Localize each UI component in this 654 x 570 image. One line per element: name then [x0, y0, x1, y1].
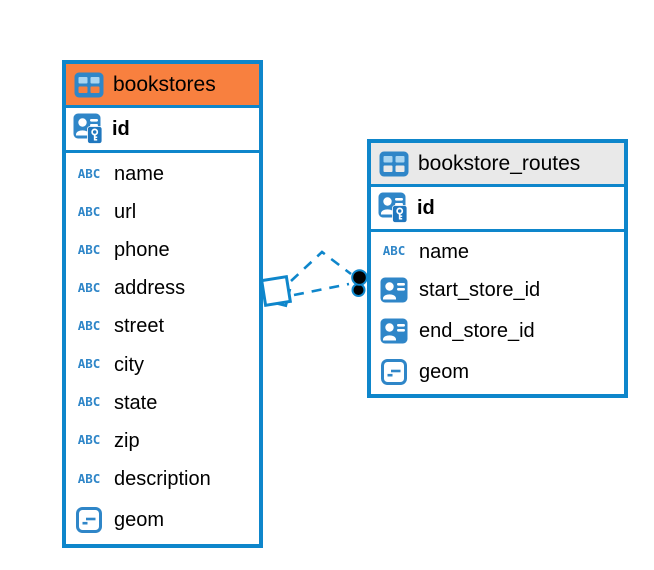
column-name: city — [114, 353, 144, 376]
column-row-id[interactable]: id — [371, 187, 624, 232]
column-row-phone[interactable]: ABC phone — [66, 231, 259, 269]
table-bookstore-routes-header[interactable]: bookstore_routes — [371, 143, 624, 187]
table-title: bookstores — [113, 72, 216, 96]
text-type-icon: ABC — [382, 243, 406, 259]
text-type-icon: ABC — [77, 165, 101, 181]
relationship-source-marker — [259, 274, 293, 308]
column-row-description[interactable]: ABC description — [66, 460, 259, 498]
text-type-icon: ABC — [77, 203, 101, 219]
column-name: phone — [114, 239, 170, 262]
column-name: name — [419, 240, 470, 263]
column-row-zip[interactable]: ABC zip — [66, 422, 259, 460]
column-name: start_store_id — [419, 278, 541, 301]
column-name: id — [112, 118, 130, 140]
table-icon — [379, 151, 409, 176]
column-name: description — [114, 467, 211, 490]
table-bookstore-routes[interactable]: bookstore_routes id ABC name start_store… — [367, 139, 628, 398]
column-name: state — [114, 391, 158, 414]
column-name: address — [114, 277, 186, 300]
text-type-icon: ABC — [77, 470, 101, 486]
column-name: street — [114, 315, 165, 338]
column-name: end_store_id — [419, 319, 535, 342]
column-name: zip — [114, 429, 140, 452]
text-type-icon: ABC — [77, 280, 101, 296]
column-name: name — [114, 163, 165, 186]
text-type-icon: ABC — [77, 394, 101, 410]
column-row-id[interactable]: id — [66, 108, 259, 153]
primary-key-icon — [378, 192, 408, 224]
column-name: geom — [114, 508, 165, 531]
column-row-geom[interactable]: geom — [371, 351, 624, 392]
column-row-url[interactable]: ABC url — [66, 193, 259, 231]
geometry-type-icon — [76, 506, 102, 533]
text-type-icon: ABC — [77, 241, 101, 257]
relationship-line-lower — [293, 282, 350, 297]
reference-type-icon — [380, 318, 408, 343]
column-list: ABC name start_store_id end_store_id geo… — [371, 232, 624, 394]
column-row-name[interactable]: ABC name — [66, 155, 259, 193]
primary-key-icon — [73, 113, 103, 145]
column-row-geom[interactable]: geom — [66, 498, 259, 542]
relationship-line-upper — [290, 250, 352, 282]
column-row-address[interactable]: ABC address — [66, 269, 259, 307]
column-row-city[interactable]: ABC city — [66, 345, 259, 383]
table-bookstores[interactable]: bookstores id ABC name ABC url ABC phone… — [62, 60, 263, 548]
table-title: bookstore_routes — [418, 151, 581, 175]
geometry-type-icon — [381, 358, 407, 385]
relationship-target-marker — [351, 269, 368, 297]
column-row-end-store-id[interactable]: end_store_id — [371, 310, 624, 351]
text-type-icon: ABC — [77, 356, 101, 372]
column-name: geom — [419, 360, 470, 383]
table-bookstores-header[interactable]: bookstores — [66, 64, 259, 108]
text-type-icon: ABC — [77, 432, 101, 448]
column-name: id — [417, 197, 435, 219]
table-icon — [74, 72, 104, 97]
column-row-start-store-id[interactable]: start_store_id — [371, 269, 624, 310]
column-row-name[interactable]: ABC name — [371, 234, 624, 269]
column-row-state[interactable]: ABC state — [66, 384, 259, 422]
column-list: ABC name ABC url ABC phone ABC address A… — [66, 153, 259, 544]
column-row-street[interactable]: ABC street — [66, 307, 259, 345]
column-name: url — [114, 201, 137, 224]
reference-type-icon — [380, 277, 408, 302]
text-type-icon: ABC — [77, 318, 101, 334]
